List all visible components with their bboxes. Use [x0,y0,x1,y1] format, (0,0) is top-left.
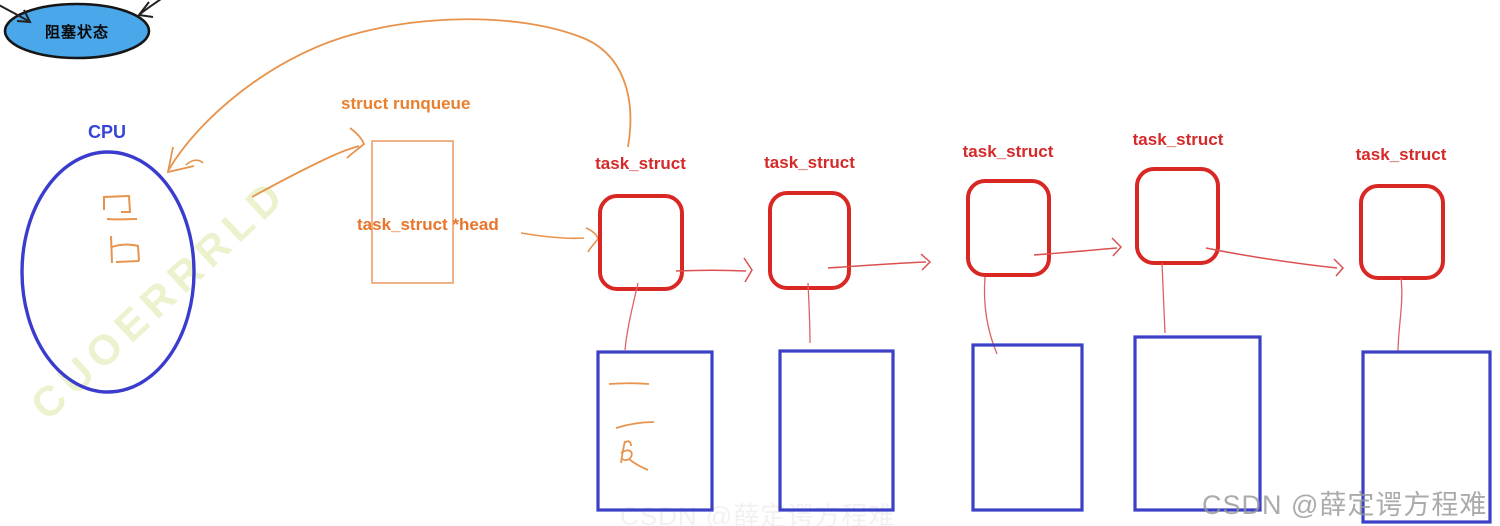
head-pointer-head-icon [585,227,599,253]
head-pointer-line [520,232,585,240]
link-node3-block3 [983,276,998,355]
link-node2-block2 [807,282,811,344]
arrow-cpu-to-runqueue [251,145,360,198]
cpu-sketch-square-bottom [110,235,140,264]
link-node4-block4 [1161,262,1166,334]
block1-sketch-r-mark [620,440,649,471]
memory-block-1 [596,350,714,512]
task-struct-label-3: task_struct [962,142,1054,161]
task-struct-node-3 [966,179,1051,277]
blocked-state-ellipse [3,2,151,60]
task-struct-label-2: task_struct [764,153,855,172]
block1-sketch-line-1 [608,382,650,385]
block1-sketch-line-2 [615,421,655,429]
task-struct-node-4 [1135,167,1220,265]
link-node2-node3 [827,261,927,269]
link-node2-node3-head-icon [920,253,932,271]
cpu-sketch-square-top [102,194,132,213]
task-struct-node-2 [768,191,851,290]
runqueue-head-field-label: task_struct *head [357,215,499,234]
link-node1-block1 [624,282,639,351]
task-struct-node-5 [1359,184,1445,280]
transition-arrow-left-head-icon [16,9,32,24]
memory-block-2 [778,349,895,512]
link-node3-node4-head-icon [1111,237,1123,257]
transition-arrow-right-head-icon [137,1,154,18]
link-node5-block5 [1397,277,1403,353]
arrow-cpu-to-runqueue-head-icon [346,127,366,159]
memory-block-3 [971,343,1084,512]
arrow-task-to-cpu-arc [167,18,632,172]
link-node4-node5-head-icon [1333,258,1345,277]
link-node1-node2 [675,269,747,272]
task-struct-label-4: task_struct [1132,130,1224,149]
runqueue-title: struct runqueue [341,94,471,113]
cpu-label: CPU [88,122,127,142]
transition-arrow-left [0,4,31,23]
csdn-watermark: CSDN @薛定谔方程难 [1202,490,1488,520]
transition-arrow-right [138,0,162,16]
csdn-faint-watermark: CSDN @薛定谔方程难 [620,501,896,526]
arrow-task-to-cpu-head-icon [166,146,195,174]
cpu-ellipse [20,150,196,394]
link-node1-node2-head-icon [743,257,753,283]
link-node3-node4 [1033,247,1118,256]
task-struct-node-1 [598,194,684,291]
memory-block-4 [1133,335,1262,512]
blocked-state-label: 阻塞状态 [44,24,109,41]
arrow-task-to-cpu-flick [185,159,204,166]
link-node4-node5 [1205,247,1338,269]
runqueue-box [371,140,454,284]
task-struct-label-5: task_struct [1355,145,1447,164]
task-struct-label-1: task_struct [595,154,686,173]
memory-block-5 [1361,350,1492,524]
